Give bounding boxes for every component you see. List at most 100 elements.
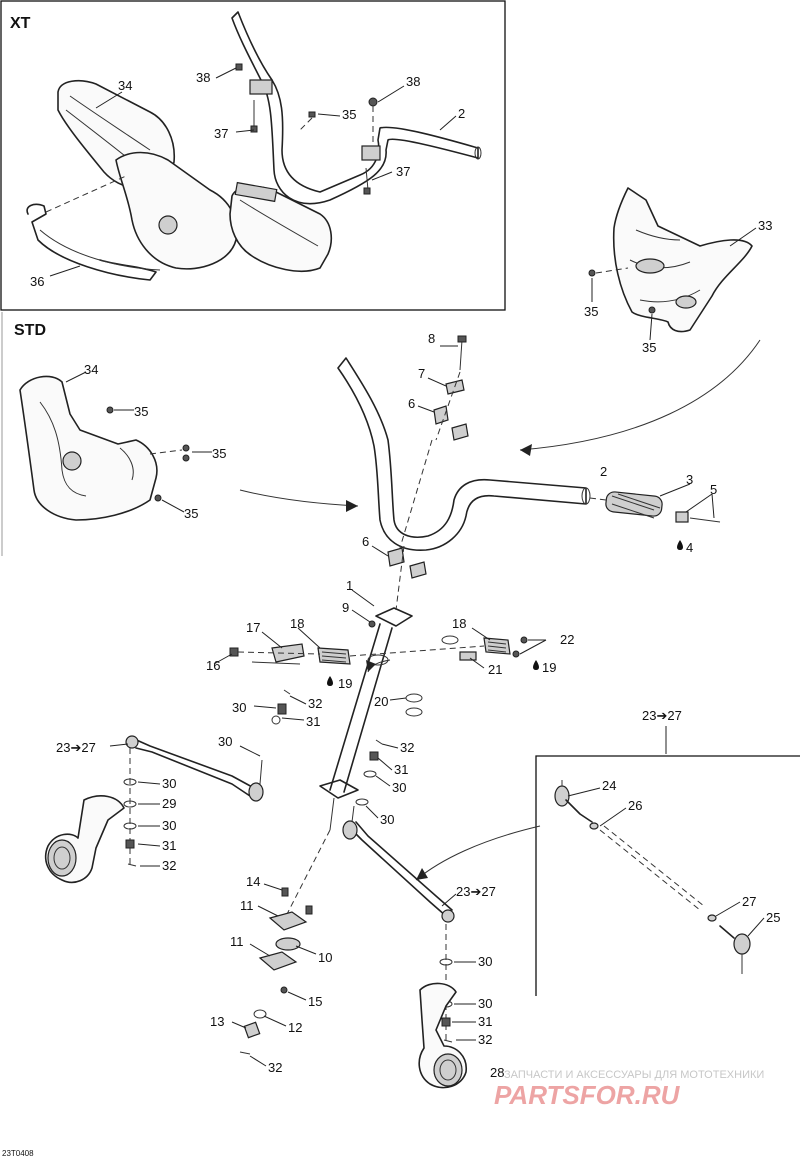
handguard-33 — [612, 187, 753, 333]
tie-rod-left: 30 32 31 23➔27 30 30 29 30 31 32 — [44, 689, 322, 884]
xt-bracket-36 — [26, 203, 157, 281]
watermark-logo: PARTSFOR.RU — [494, 1080, 681, 1110]
detail-frame — [535, 755, 800, 996]
callout-xt-2: 2 — [458, 106, 465, 121]
callout-std-2: 2 — [600, 464, 607, 479]
clamp-6-top — [433, 405, 469, 441]
tie-rod-right: 23➔27 30 30 31 32 28 — [342, 805, 504, 1089]
callout-std-35a: 35 — [134, 404, 148, 419]
callout-33-35b: 35 — [642, 340, 656, 355]
callout-xt-37b: 37 — [396, 164, 410, 179]
column-plate-1 — [375, 607, 413, 627]
nut-13 — [243, 1021, 261, 1039]
callout-std-7: 7 — [418, 366, 425, 381]
tie-rod-end-24 — [554, 785, 570, 807]
callout-std-1: 1 — [346, 578, 353, 593]
callout-std-21: 21 — [488, 662, 502, 677]
bolt-21-left — [251, 661, 301, 665]
xt-frame — [0, 0, 506, 311]
callout-std-32d: 32 — [268, 1060, 282, 1075]
callout-std-29: 29 — [162, 796, 176, 811]
callout-std-20: 20 — [374, 694, 388, 709]
callout-std-32c: 32 — [162, 858, 176, 873]
xt-leaders — [49, 67, 457, 277]
xt-handlebar — [231, 11, 479, 205]
jam-nut-27 — [707, 914, 717, 922]
tie-rod-right-shaft — [347, 825, 447, 917]
figure-code: 23T0408 — [2, 1149, 34, 1158]
callout-std-32e: 32 — [478, 1032, 492, 1047]
callout-std-23-27b: 23➔27 — [456, 884, 496, 899]
callout-33: 33 — [758, 218, 772, 233]
callout-detail-24: 24 — [602, 778, 616, 793]
callout-std-30g: 30 — [478, 996, 492, 1011]
handguard-33-group: 33 35 35 — [519, 187, 772, 456]
callout-std-10: 10 — [318, 950, 332, 965]
callout-33-35a: 35 — [584, 304, 598, 319]
std-cover — [19, 375, 158, 521]
callout-xt-38b: 38 — [406, 74, 420, 89]
xt-handguard-right — [229, 185, 333, 272]
grease-icon — [677, 540, 683, 550]
callout-std-30b: 30 — [218, 734, 232, 749]
grease-icon-19a — [327, 676, 333, 686]
steering-column: 1 9 — [283, 545, 413, 921]
callout-std-18a: 18 — [290, 616, 304, 631]
grip-assembly: 2 3 5 4 — [589, 464, 721, 555]
column-tube — [329, 623, 393, 793]
callout-std-30-pitman: 30 — [380, 812, 394, 827]
callout-std-11b: 11 — [230, 934, 244, 949]
callout-std-3: 3 — [686, 472, 693, 487]
callout-std-11a: 11 — [240, 898, 254, 913]
callout-std-35b: 35 — [212, 446, 226, 461]
watermark-tagline: ЗАПЧАСТИ И АКСЕССУАРЫ ДЛЯ МОТОТЕХНИКИ — [504, 1069, 764, 1081]
block-18-right — [483, 637, 511, 655]
xt-grip-end — [474, 146, 482, 160]
callout-std-28: 28 — [490, 1065, 504, 1080]
callout-std-15: 15 — [308, 994, 322, 1009]
callout-std-8: 8 — [428, 331, 435, 346]
bearing-blocks: 17 18 16 19 18 22 21 19 20 — [206, 616, 574, 717]
callout-std-19a: 19 — [338, 676, 352, 691]
callout-std-30d: 30 — [162, 818, 176, 833]
callout-std-31c: 31 — [162, 838, 176, 853]
bushing-11-top — [268, 911, 308, 931]
std-label: STD — [14, 322, 46, 339]
arrow-guard-to-bar — [519, 339, 761, 451]
callout-std-30a: 30 — [232, 700, 246, 715]
tie-rod-end-25 — [733, 933, 751, 955]
xt-label: XT — [10, 15, 31, 32]
bolt-8 — [459, 339, 463, 371]
callout-xt-36: 36 — [30, 274, 44, 289]
callout-detail-27: 27 — [742, 894, 756, 909]
clamp-6-bottom — [387, 547, 427, 579]
callout-std-30c: 30 — [162, 776, 176, 791]
callout-xt-35: 35 — [342, 107, 356, 122]
tie-rod-left-shaft — [131, 737, 255, 789]
callout-std-35c: 35 — [184, 506, 198, 521]
callout-std-16: 16 — [206, 658, 220, 673]
callout-std-18b: 18 — [452, 616, 466, 631]
callout-std-5: 5 — [710, 482, 717, 497]
callout-std-12: 12 — [288, 1020, 302, 1035]
std-cover-group: 34 35 35 35 — [19, 362, 359, 521]
bearing-10 — [275, 937, 301, 951]
bar-end — [675, 511, 689, 523]
callout-std-30e: 30 — [392, 780, 406, 795]
callout-std-32b: 32 — [400, 740, 414, 755]
callout-std-9: 9 — [342, 600, 349, 615]
seal-20b — [405, 707, 423, 717]
callout-std-30f: 30 — [478, 954, 492, 969]
callout-std-4: 4 — [686, 540, 693, 555]
callout-std-31a: 31 — [306, 714, 320, 729]
callout-std-13: 13 — [210, 1014, 224, 1029]
xt-center-cover — [115, 151, 238, 270]
callout-detail-25: 25 — [766, 910, 780, 925]
arrow-detail-to-rod — [415, 825, 541, 881]
pitman-group: 32 31 30 30 14 11 11 10 15 13 12 32 — [210, 739, 414, 1075]
column-lower-plate — [319, 779, 359, 799]
clamp-parts: 8 7 6 6 — [362, 331, 469, 579]
callout-std-22: 22 — [560, 632, 574, 647]
xt-section: XT — [0, 0, 506, 311]
